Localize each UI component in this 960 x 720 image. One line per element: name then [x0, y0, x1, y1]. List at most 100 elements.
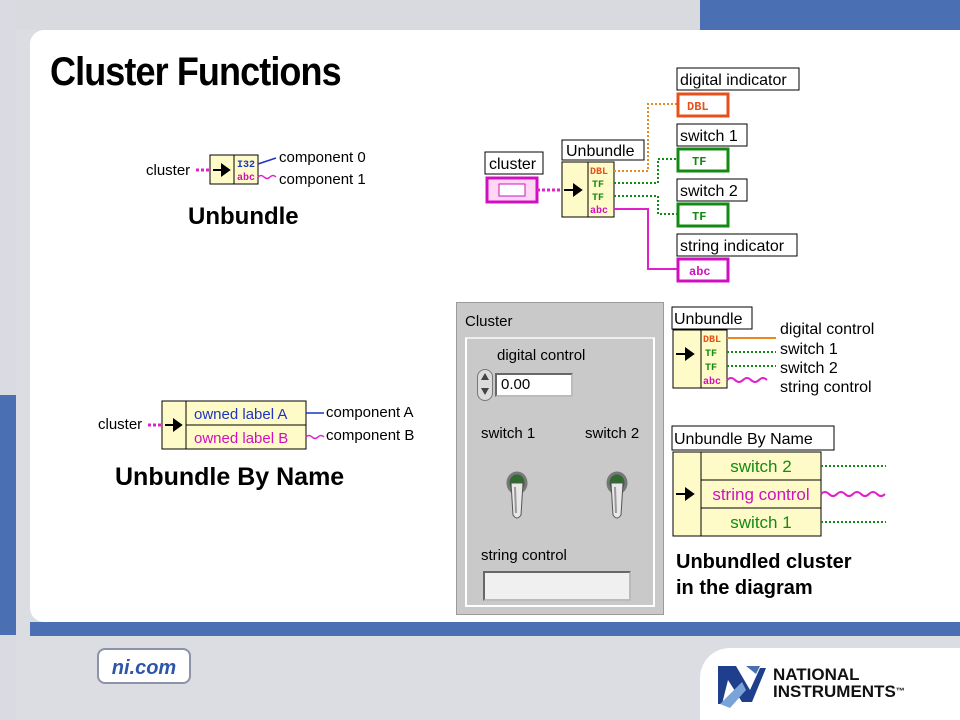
unbundle-terminals: [700, 329, 728, 389]
digital-control-label: digital control: [497, 347, 586, 364]
unbundle-terminals: [587, 161, 615, 218]
terminal-tf-2: TF: [705, 363, 717, 374]
switch-2-type: TF: [692, 210, 706, 224]
switch-2-label-box: [676, 178, 748, 202]
switch-2-terminal: [676, 202, 730, 228]
switch-2-label: switch 2: [585, 425, 640, 442]
switch-2-toggle[interactable]: [605, 471, 629, 523]
unbundle-by-name-node-label: Unbundle By Name: [674, 431, 813, 448]
terminal-tf-2: TF: [592, 193, 604, 204]
wire-string-indicator: [614, 208, 678, 270]
output-switch-1: switch 1: [780, 341, 838, 358]
switch-2-label: switch 2: [680, 183, 738, 200]
digital-indicator-terminal: [676, 92, 730, 118]
switch-1-label: switch 1: [680, 128, 738, 145]
cluster-border: digital control 0.00 switch 1 switch 2 s…: [465, 337, 655, 607]
string-indicator-terminal: [676, 257, 730, 283]
switch-1-label-box: [676, 123, 748, 147]
item-switch-1-box: [700, 507, 822, 537]
caption-unbundle: Unbundle: [188, 203, 299, 230]
arrow-icon: [165, 418, 183, 432]
wire-switch-2: [614, 195, 678, 215]
wire-component-1: [257, 174, 277, 180]
arrow-icon: [213, 163, 231, 177]
terminal-abc: abc: [237, 172, 255, 184]
terminal-tf-1: TF: [592, 180, 604, 191]
wire-digital-indicator: [614, 103, 678, 172]
terminal-i32: I32: [237, 160, 255, 171]
cluster-icon: [498, 183, 526, 197]
unbundle-node-label-box: [561, 139, 645, 161]
caption-unbundle-by-name: Unbundle By Name: [115, 463, 345, 491]
ni-eagle-logo-icon: [718, 666, 766, 708]
example-block-diagram: cluster Unbundle DBL TF TF abc digital i…: [484, 67, 800, 283]
unbundle-by-name-icon-diagram: cluster owned label A owned label B comp…: [98, 400, 414, 450]
output-digital-control: digital control: [780, 321, 874, 338]
ni-logo-text: NATIONAL INSTRUMENTS™: [773, 666, 905, 700]
component-1-label: component 1: [279, 171, 366, 188]
switch-1-type: TF: [692, 155, 706, 169]
digital-control-input[interactable]: 0.00: [495, 373, 573, 397]
output-string-control: string control: [780, 379, 872, 396]
output-switch-2: switch 2: [780, 360, 838, 377]
front-panel-title: Cluster: [465, 313, 513, 330]
left-accent-bar: [0, 395, 16, 635]
owned-label-a: owned label A: [194, 406, 287, 423]
unbundle-node-label: Unbundle: [566, 143, 635, 160]
logo-line-1: NATIONAL: [773, 665, 860, 684]
arrow-icon: [676, 487, 695, 501]
owned-label-a-box: [185, 400, 307, 426]
digital-indicator-type: DBL: [687, 100, 709, 114]
unbundle-terminals: [233, 154, 259, 185]
item-switch-2: switch 2: [730, 457, 791, 476]
ni-com-link[interactable]: ni.com: [97, 648, 191, 684]
caption-line-2: in the diagram: [676, 577, 813, 599]
decrement-icon[interactable]: [481, 388, 489, 395]
unbundle-example-diagram: Unbundle DBL TF TF abc digital control s…: [671, 306, 874, 396]
item-string-control: string control: [712, 485, 809, 504]
component-a-label: component A: [326, 404, 414, 421]
cluster-front-panel: Cluster digital control 0.00 switch 1 sw…: [456, 302, 664, 615]
component-0-label: component 0: [279, 149, 366, 166]
unbundle-by-name-node-label-box: [671, 425, 835, 451]
switch-1-label: switch 1: [481, 425, 536, 442]
string-indicator-label: string indicator: [680, 238, 785, 255]
caption-unbundled-cluster: Unbundled cluster in the diagram: [676, 549, 852, 601]
wire-component-0: [257, 157, 277, 165]
digital-indicator-label: digital indicator: [680, 72, 787, 89]
terminal-tf-1: TF: [705, 349, 717, 360]
item-string-control-box: [700, 479, 822, 509]
unbundle-node-label: Unbundle: [674, 311, 743, 328]
unbundle-icon-diagram: cluster I32 abc component 0 component 1: [146, 149, 366, 188]
unbundle-input-label: cluster: [146, 162, 190, 179]
wire-switch-1: [614, 158, 678, 184]
caption-line-1: Unbundled cluster: [676, 551, 852, 573]
arrow-icon: [564, 183, 583, 197]
owned-label-b: owned label B: [194, 430, 288, 447]
string-control-input[interactable]: [483, 571, 631, 601]
digital-indicator-label-box: [676, 67, 800, 91]
terminal-abc: abc: [703, 376, 721, 388]
cluster-label: cluster: [489, 156, 537, 173]
arrow-icon: [676, 347, 695, 361]
switch-1-terminal: [676, 147, 730, 173]
increment-decrement-arrows[interactable]: [477, 369, 493, 401]
top-accent-bar: [700, 0, 960, 30]
terminal-dbl: DBL: [703, 335, 721, 346]
terminal-abc: abc: [590, 205, 608, 217]
switch-1-toggle[interactable]: [505, 471, 529, 523]
logo-line-2: INSTRUMENTS: [773, 682, 896, 701]
component-b-label: component B: [326, 427, 414, 444]
trademark-symbol: ™: [895, 686, 905, 696]
unbundle-node-label-box: [671, 306, 753, 330]
page-title: Cluster Functions: [50, 50, 342, 94]
item-switch-1: switch 1: [730, 513, 791, 532]
increment-icon[interactable]: [481, 373, 489, 380]
unbundle-by-name-example-diagram: Unbundle By Name switch 2 string control…: [671, 425, 886, 537]
wire-string-control: [726, 377, 768, 383]
terminal-dbl: DBL: [590, 167, 608, 178]
string-indicator-label-box: [676, 233, 798, 257]
cluster-label-box: [484, 151, 544, 175]
bottom-accent-bar: [30, 622, 960, 636]
string-indicator-type: abc: [689, 265, 711, 279]
